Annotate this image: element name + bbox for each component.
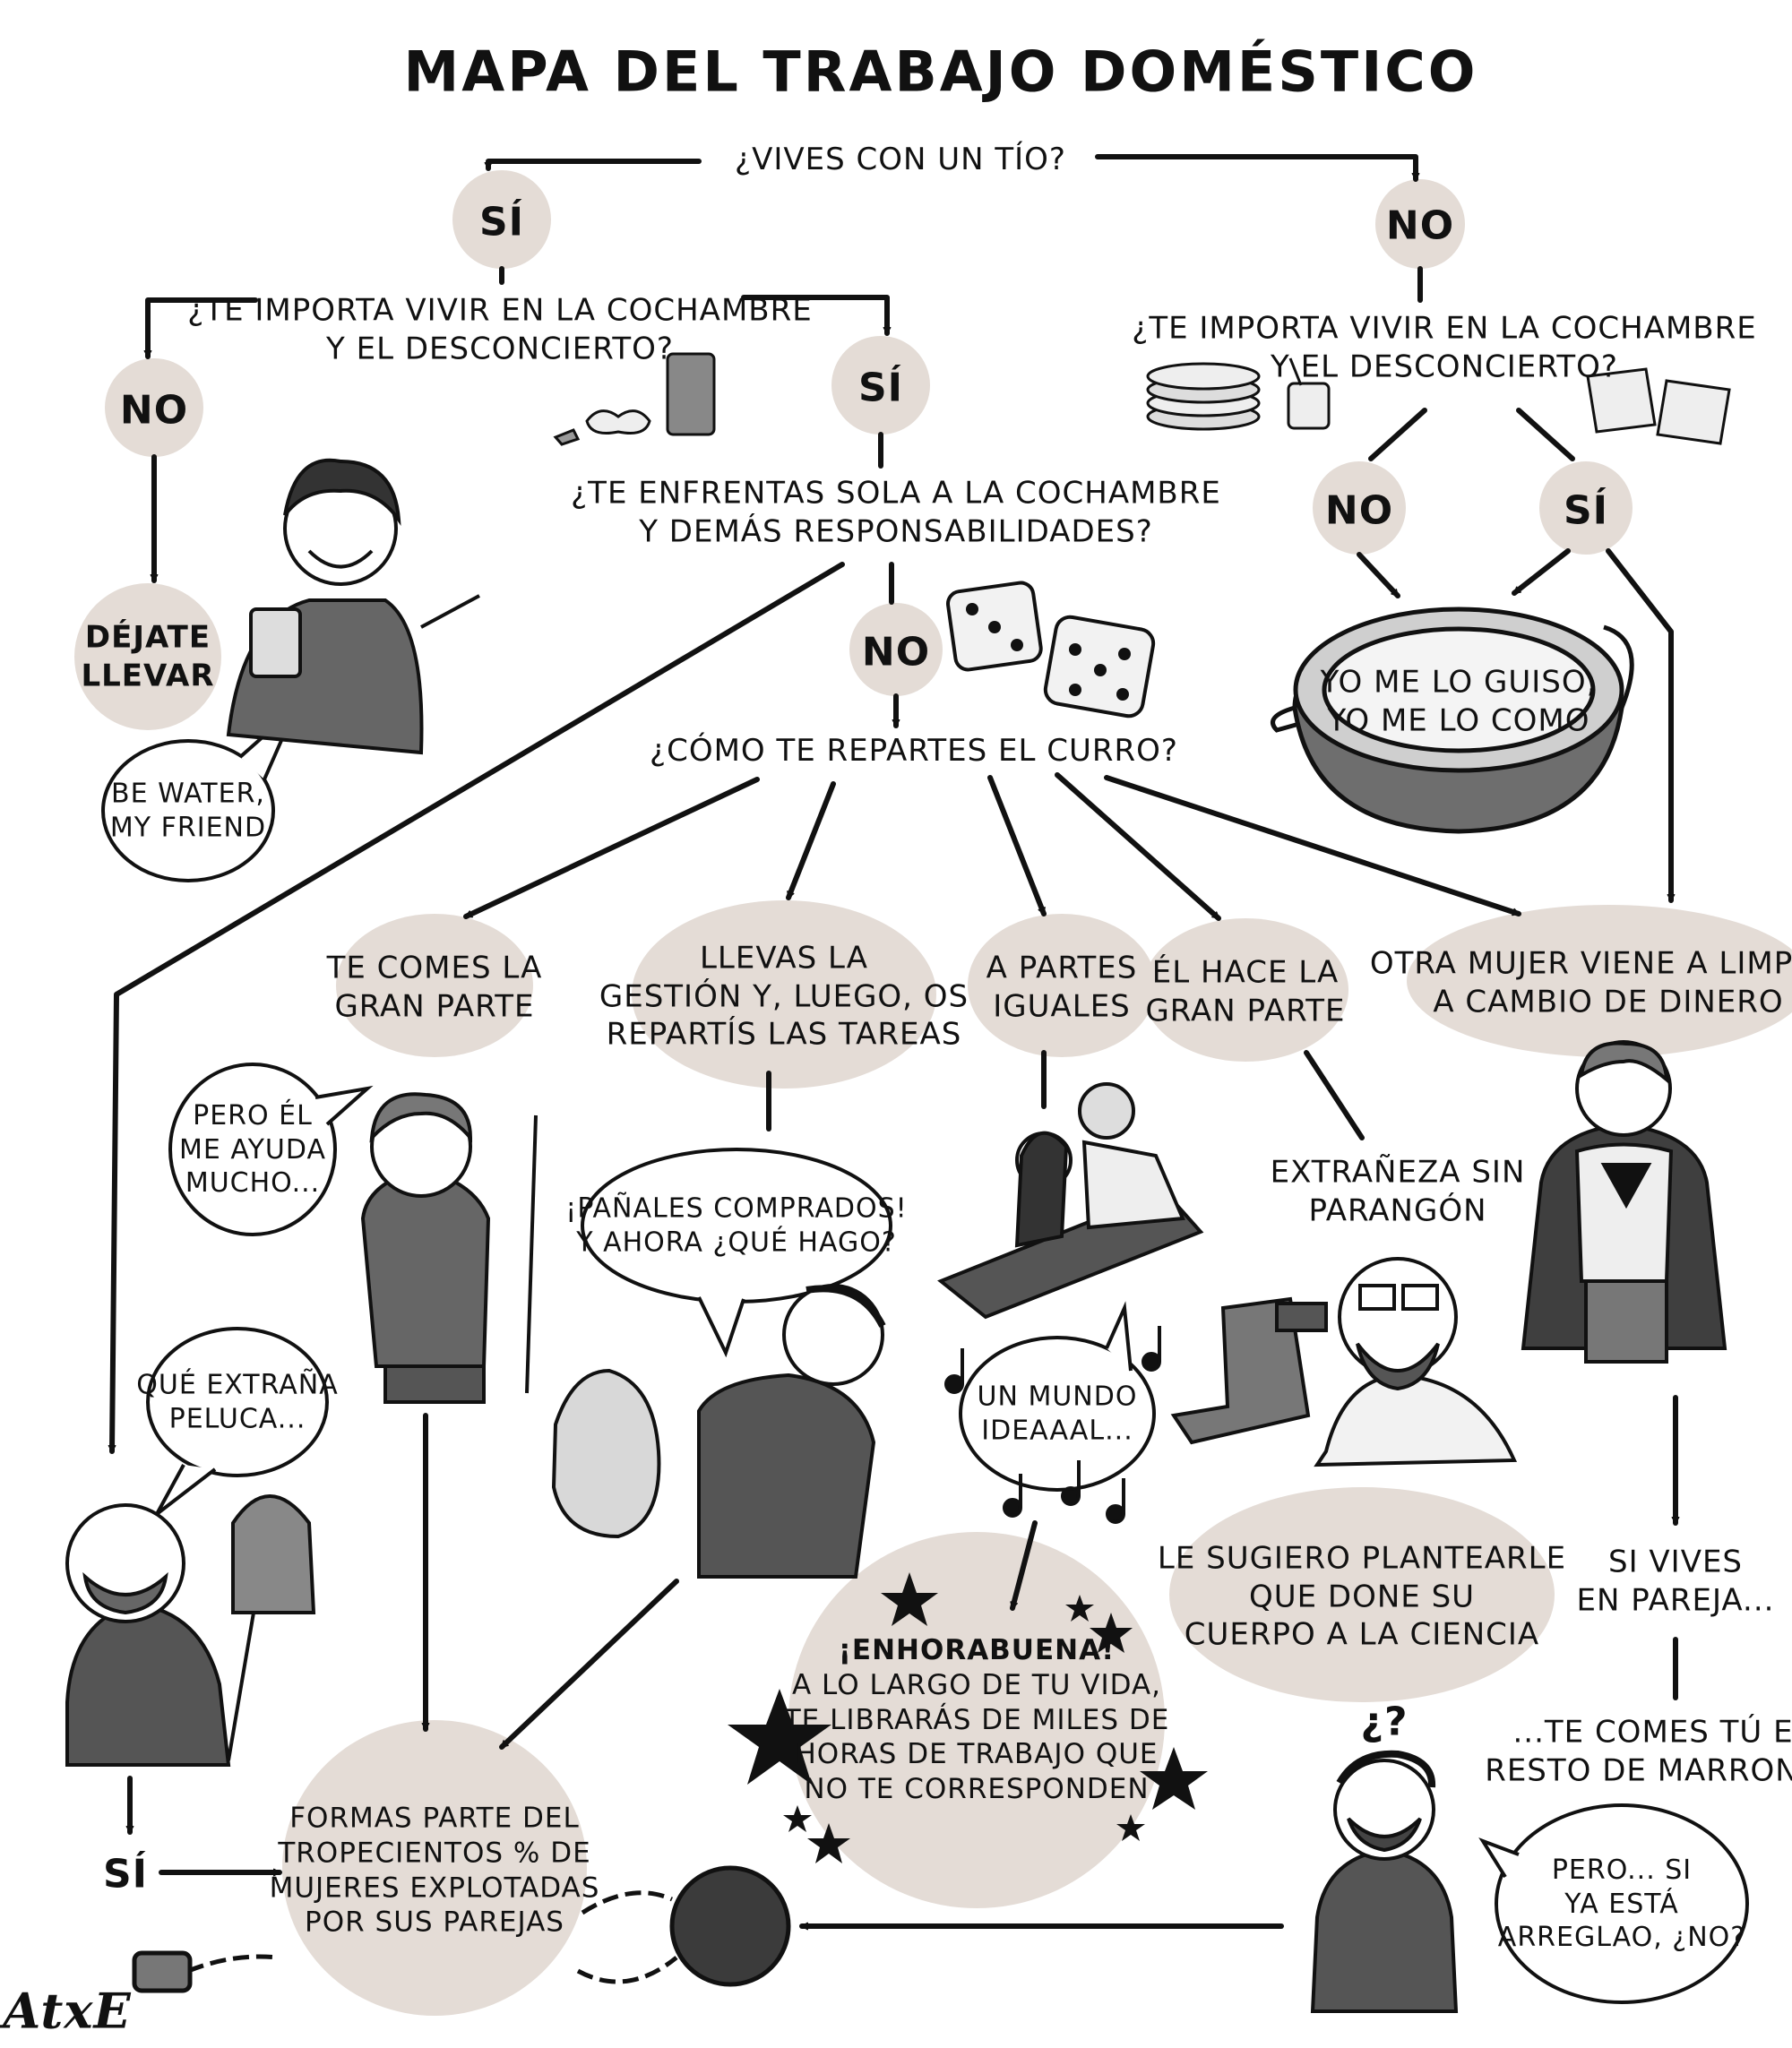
man-with-bag-figure (551, 1284, 886, 1579)
option-gran-parte: TE COMES LA GRAN PARTE (326, 950, 543, 1025)
bubble-mundo-ideal: UN MUNDO IDEAAAL... (977, 1381, 1138, 1447)
magic-carpet-couple (937, 1082, 1204, 1320)
node-sugiero-text: LE SUGIERO PLANTEARLE QUE DONE SU CUERPO… (1157, 1540, 1567, 1653)
dishes-illustration (1146, 357, 1731, 445)
water-guy-figure (226, 458, 480, 755)
label-no-3: NO (1324, 487, 1394, 534)
question-reparto: ¿CÓMO TE REPARTES EL CURRO? (650, 732, 1178, 769)
question-cochambre-left: ¿TE IMPORTA VIVIR EN LA COCHAMBRE Y EL D… (187, 292, 813, 367)
speech-bubbles (101, 706, 1749, 2004)
node-enhorabuena-text: ¡ENHORABUENA! A LO LARGO DE TU VIDA, TE … (783, 1634, 1170, 1806)
bubble-peluca: QUÉ EXTRAÑA PELUCA... (136, 1369, 339, 1435)
node-otra (1407, 905, 1792, 1057)
woman-with-mop-figure (360, 1092, 538, 1404)
node-dejate (74, 583, 221, 730)
bubble-pero-arreglao: PERO... SI YA ESTÁ ARREGLAO, ¿NO? (1497, 1854, 1746, 1953)
bubble-panales: ¡PAÑALES COMPRADOS! Y AHORA ¿QUÉ HAGO? (565, 1192, 908, 1259)
question-cochambre-right: ¿TE IMPORTA VIVIR EN LA COCHAMBRE Y EL D… (1132, 310, 1757, 385)
node-dejate-text: DÉJATE LLEVAR (81, 619, 215, 694)
dice-illustration (946, 581, 1156, 719)
question-sola: ¿TE ENFRENTAS SOLA A LA COCHAMBRE Y DEMÁ… (571, 475, 1221, 550)
label-no-1: NO (1385, 202, 1455, 249)
node-no-1 (1375, 179, 1465, 269)
node-iguales (968, 914, 1156, 1057)
node-no-3 (1313, 461, 1406, 555)
old-man-with-mop-figure (65, 1494, 316, 1767)
text-resto-marrones: ...TE COMES TÚ EL RESTO DE MARRONES (1485, 1714, 1792, 1789)
bubble-be-water: BE WATER, MY FRIEND (109, 778, 267, 844)
flow-arrows (108, 154, 1680, 1931)
superman-guy-figure (1521, 1040, 1727, 1364)
music-notes-decoration (944, 1326, 1161, 1524)
diagram-title: MAPA DEL TRABAJO DOMÉSTICO (403, 39, 1478, 105)
option-gestion: LLEVAS LA GESTIÓN Y, LUEGO, OS REPARTÍS … (599, 940, 969, 1053)
label-si-bottom: SÍ (102, 1851, 149, 1897)
stars-decoration (728, 1572, 1208, 1863)
option-iguales: A PARTES IGUALES (986, 950, 1138, 1025)
option-el-hace: ÉL HACE LA GRAN PARTE (1145, 954, 1346, 1029)
question-vives-con-tio: ¿VIVES CON UN TÍO? (735, 141, 1066, 177)
node-el (1142, 918, 1348, 1062)
confused-question-marks: ¿? (1360, 1699, 1409, 1745)
node-gran-parte (336, 914, 533, 1057)
label-no-4: NO (861, 629, 931, 675)
option-otra-mujer: OTRA MUJER VIENE A LIMPIAR A CAMBIO DE D… (1369, 945, 1792, 1020)
label-si-2: SÍ (857, 365, 904, 411)
text-si-pareja: SI VIVES EN PAREJA... (1576, 1544, 1775, 1619)
text-extraneza: EXTRAÑEZA SIN PARANGÓN (1270, 1154, 1526, 1229)
node-gestion (632, 900, 936, 1089)
cooking-pot (1271, 607, 1634, 834)
pot-text: YO ME LO GUISO, YO ME LO COMO (1320, 664, 1598, 739)
node-enhorabuena (788, 1532, 1165, 1908)
confused-guy-figure (1310, 1750, 1459, 2013)
node-si-1 (452, 170, 551, 269)
label-si-1: SÍ (478, 199, 525, 245)
node-no-4 (849, 603, 943, 696)
node-no-2 (105, 358, 203, 457)
label-no-2: NO (119, 387, 189, 434)
artist-signature: AtxE (3, 1982, 132, 2040)
node-si-3 (1539, 461, 1633, 555)
scientist-figure (1170, 1257, 1518, 1467)
node-si-2 (831, 336, 930, 435)
trash-illustration (553, 352, 716, 446)
label-si-3: SÍ (1563, 487, 1609, 534)
node-sugiero (1169, 1487, 1555, 1702)
node-formas-parte-text: FORMAS PARTE DEL TROPECIENTOS % DE MUJER… (269, 1802, 600, 1939)
bubble-pero-ayuda: PERO ÉL ME AYUDA MUCHO... (179, 1099, 326, 1199)
ball-and-chain (132, 1865, 791, 1993)
node-formas-parte (282, 1720, 587, 2016)
